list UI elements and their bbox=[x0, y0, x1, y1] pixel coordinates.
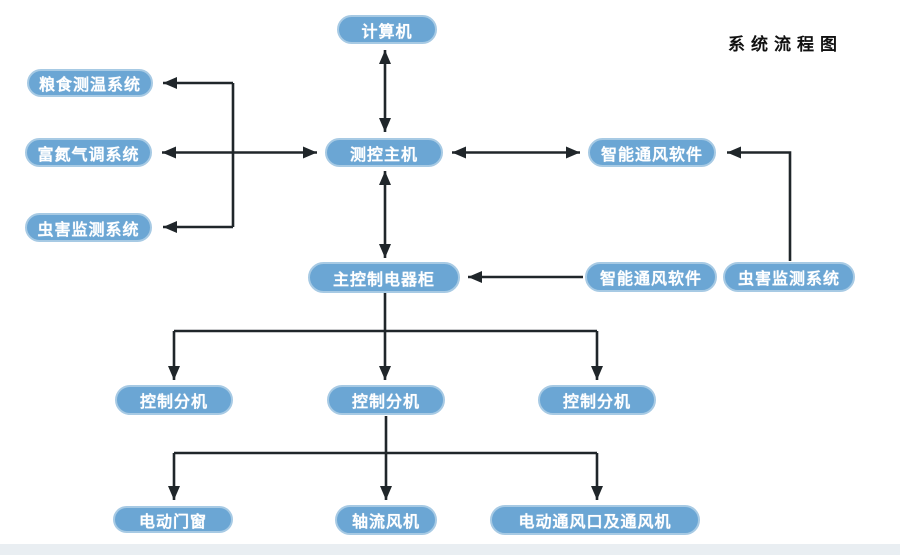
node-vent-software-mid: 智能通风软件 bbox=[585, 262, 717, 292]
bottom-strip bbox=[0, 544, 900, 555]
node-axial-fan: 轴流风机 bbox=[335, 505, 437, 535]
node-control-sub-2: 控制分机 bbox=[327, 385, 445, 415]
node-electric-doors: 电动门窗 bbox=[113, 506, 233, 533]
node-pest-monitor-left: 虫害监测系统 bbox=[25, 213, 152, 242]
node-computer: 计算机 bbox=[337, 15, 437, 44]
node-vent-software-top: 智能通风软件 bbox=[588, 138, 716, 167]
node-control-sub-1: 控制分机 bbox=[115, 385, 233, 415]
node-control-sub-3: 控制分机 bbox=[538, 385, 656, 415]
node-electric-vents-fans: 电动通风口及通风机 bbox=[490, 505, 700, 535]
node-grain-temp-system: 粮食测温系统 bbox=[27, 69, 153, 97]
node-control-host: 测控主机 bbox=[325, 138, 443, 167]
node-main-cabinet: 主控制电器柜 bbox=[308, 262, 460, 293]
arrow-pestright-ventsoftware bbox=[727, 146, 792, 261]
diagram-title: 系统流程图 bbox=[728, 35, 843, 54]
node-pest-monitor-right: 虫害监测系统 bbox=[723, 262, 855, 292]
node-nitrogen-system: 富氮气调系统 bbox=[25, 138, 152, 167]
